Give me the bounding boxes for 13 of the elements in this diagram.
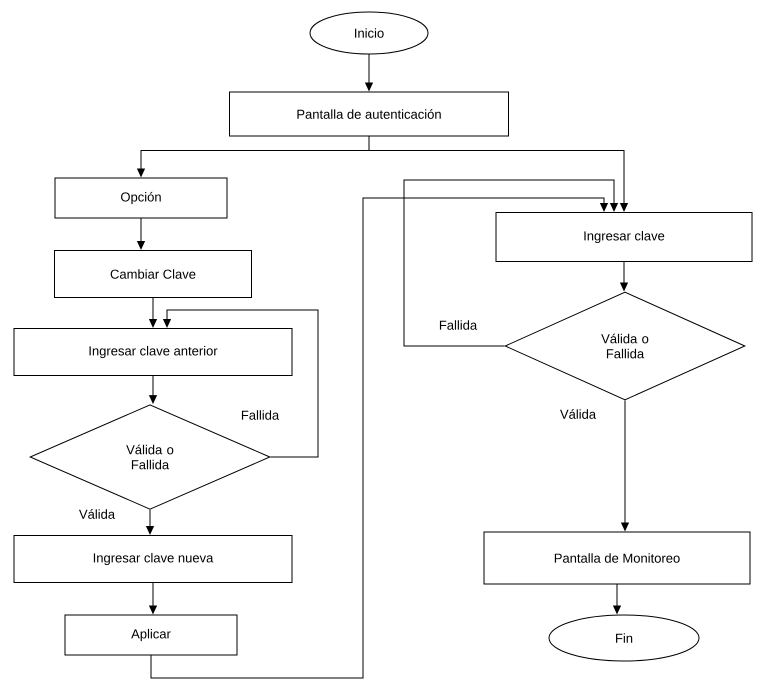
process-box: Cambiar Clave: [54, 250, 252, 298]
process-box: Aplicar: [64, 614, 238, 656]
process-box: Pantalla de Monitoreo: [484, 532, 750, 584]
arrow: [404, 180, 618, 346]
process-box: Pantalla de autenticación: [229, 92, 509, 136]
process-box: Ingresar clave nueva: [14, 535, 292, 583]
edge-label: Válida: [558, 408, 598, 420]
process-box: Ingresar clave: [496, 212, 752, 262]
process-box: Ingresar clave anterior: [14, 328, 292, 376]
arrow: [150, 198, 608, 678]
process-box: Opción: [54, 178, 228, 218]
edge-label: Válida: [78, 508, 116, 520]
edge-label: Fallida: [438, 319, 478, 331]
